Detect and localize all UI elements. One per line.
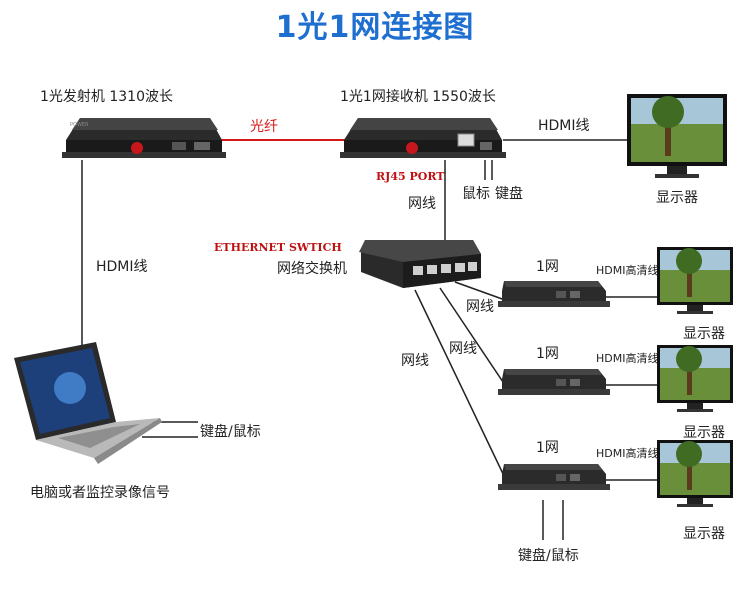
monitor-3-label: 显示器 bbox=[683, 526, 725, 542]
laptop bbox=[14, 342, 162, 464]
net-line-1-label: 网线 bbox=[466, 299, 494, 315]
net-line-3 bbox=[414, 289, 506, 479]
net-line-2 bbox=[439, 287, 506, 386]
page-title: 1光1网连接图 bbox=[275, 10, 475, 45]
monitor-top-label: 显示器 bbox=[656, 190, 698, 206]
bottom-kb-mouse-label: 键盘/鼠标 bbox=[518, 548, 579, 564]
net-line-3-label: 网线 bbox=[401, 353, 429, 369]
receiver-device bbox=[340, 118, 506, 158]
net-line-1 bbox=[454, 281, 506, 301]
extender-2-hdmi: HDMI高清线 bbox=[596, 352, 659, 365]
monitor-3 bbox=[657, 440, 733, 507]
transmitter-label: 1光发射机 1310波长 bbox=[40, 89, 173, 105]
extender-2 bbox=[498, 369, 610, 395]
mouse-label: 鼠标 bbox=[462, 186, 490, 202]
keyboard-label: 键盘 bbox=[495, 186, 523, 202]
switch-cn-label: 网络交换机 bbox=[277, 261, 347, 277]
laptop-label: 电脑或者监控录像信号 bbox=[30, 485, 170, 501]
fiber-label: 光纤 bbox=[250, 119, 278, 135]
hdmi-line-left-label: HDMI线 bbox=[96, 259, 148, 275]
ethernet-switch bbox=[359, 240, 481, 288]
net-line-2-label: 网线 bbox=[449, 341, 477, 357]
switch-en-label: ETHERNET SWTICH bbox=[214, 241, 342, 254]
laptop-kb-mouse-label: 键盘/鼠标 bbox=[200, 424, 261, 440]
receiver-label: 1光1网接收机 1550波长 bbox=[340, 89, 496, 105]
monitor-2 bbox=[657, 345, 733, 412]
extender-3-tag: 1网 bbox=[536, 440, 559, 456]
extender-1 bbox=[498, 281, 610, 307]
monitor-1 bbox=[657, 247, 733, 314]
monitor-1-label: 显示器 bbox=[683, 326, 725, 342]
rj45-label: RJ45 PORT bbox=[376, 170, 445, 183]
extender-3 bbox=[498, 464, 610, 490]
hdmi-line-top-label: HDMI线 bbox=[538, 118, 590, 134]
monitor-2-label: 显示器 bbox=[683, 425, 725, 441]
extender-3-hdmi: HDMI高清线 bbox=[596, 447, 659, 460]
extender-1-tag: 1网 bbox=[536, 259, 559, 275]
net-line-receiver-label: 网线 bbox=[408, 196, 436, 212]
transmitter-device: POWER bbox=[62, 118, 226, 158]
extender-2-tag: 1网 bbox=[536, 346, 559, 362]
monitor-top bbox=[627, 94, 727, 178]
svg-text:POWER: POWER bbox=[70, 122, 89, 128]
extender-1-hdmi: HDMI高清线 bbox=[596, 264, 659, 277]
